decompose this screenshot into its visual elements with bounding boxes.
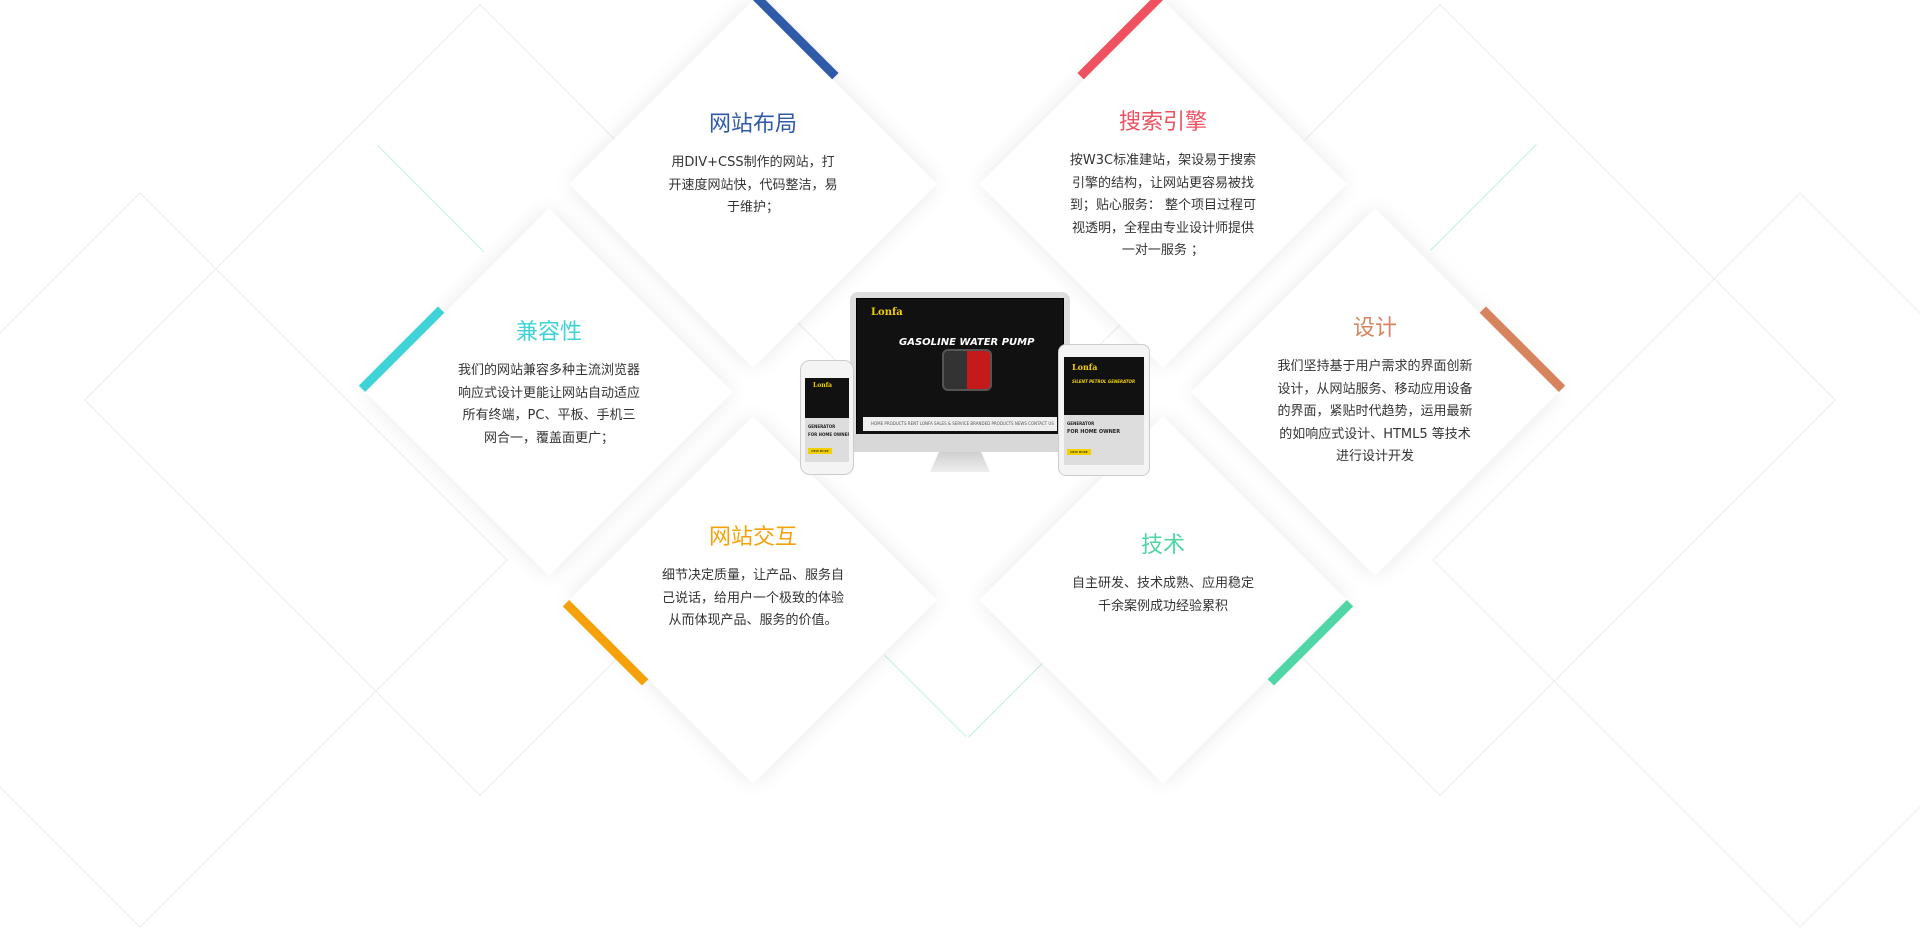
feature-line: 从而体现产品、服务的价值。	[668, 613, 838, 628]
feature-line: 于维护；	[726, 200, 779, 215]
feature-title: 设计	[1352, 316, 1397, 341]
gen-line1: GENERATOR	[808, 424, 836, 429]
feature-line: 的如响应式设计、HTML5 等技术	[1279, 426, 1471, 442]
bg-line	[884, 655, 967, 738]
phone-mockup: Lonfa GENERATOR FOR HOME OWNER VIEW MORE	[800, 360, 854, 475]
feature-line: 我们的网站兼容多种主流浏览器	[457, 363, 640, 378]
gen-line2: FOR HOME OWNER	[1067, 429, 1121, 435]
logo: Lonfa	[871, 307, 903, 318]
logo: Lonfa	[813, 382, 833, 389]
feature-compat: 兼容性 我们的网站兼容多种主流浏览器响应式设计更能让网站自动适应所有终端，PC、…	[429, 318, 669, 450]
feature-line: 引擎的结构，让网站更容易被找	[1071, 175, 1254, 191]
ipad-mockup: Lonfa SILENT PETROL GENERATOR GENERATOR …	[1058, 344, 1150, 476]
site-nav: HOME PRODUCTS RENT LONFA SALES & SERVICE…	[863, 417, 1057, 431]
logo: Lonfa	[1072, 362, 1098, 372]
feature-line: 进行设计开发	[1335, 449, 1414, 464]
pump-image	[942, 349, 992, 391]
feature-line: 开速度网站快，代码整洁，易	[668, 177, 838, 193]
feature-line: 一对一服务 ；	[1121, 243, 1205, 258]
view-more-button: VIEW MORE	[1067, 449, 1091, 455]
feature-line: 设计，从网站服务、移动应用设备	[1277, 381, 1473, 397]
feature-line: 我们坚持基于用户需求的界面创新	[1277, 359, 1473, 374]
feature-seo: 搜索引擎 按W3C标准建站，架设易于搜索引擎的结构，让网站更容易被找到；贴心服务…	[1043, 108, 1283, 263]
feature-title: 网站交互	[708, 525, 797, 550]
feature-line: 到；贴心服务： 整个项目过程可	[1069, 198, 1257, 213]
hero-title: GASOLINE WATER PUMP	[899, 337, 1035, 348]
feature-line: 网合一，覆盖面更广；	[483, 430, 614, 446]
feature-line: 按W3C标准建站，架设易于搜索	[1069, 153, 1257, 168]
feature-line: 己说话，给用户一个极致的体验	[661, 590, 844, 606]
feature-title: 技术	[1140, 533, 1185, 558]
feature-line: 用DIV+CSS制作的网站，打	[671, 155, 835, 170]
feature-layout: 网站布局 用DIV+CSS制作的网站，打开速度网站快，代码整洁，易于维护；	[633, 110, 873, 220]
feature-line: 自主研发、技术成熟、应用稳定	[1071, 576, 1254, 591]
gen-line1: GENERATOR	[1067, 421, 1095, 426]
imac-stand	[930, 452, 990, 472]
accent-bar	[753, 0, 839, 80]
bg-line	[968, 655, 1051, 738]
feature-line: 响应式设计更能让网站自动适应	[457, 385, 640, 401]
view-more-button: VIEW MORE	[808, 448, 832, 454]
gen-line2: FOR HOME OWNER	[808, 432, 849, 437]
imac-mockup: Lonfa GASOLINE WATER PUMP HOME PRODUCTS …	[850, 292, 1070, 452]
feature-interaction: 网站交互 细节决定质量，让产品、服务自己说话，给用户一个极致的体验从而体现产品、…	[633, 523, 873, 633]
feature-line: 的界面，紧贴时代趋势，运用最新	[1277, 404, 1473, 419]
feature-title: 兼容性	[515, 320, 582, 345]
feature-tech: 技术 自主研发、技术成熟、应用稳定千余案例成功经验累积	[1043, 531, 1283, 618]
feature-line: 细节决定质量，让产品、服务自	[661, 568, 844, 583]
feature-title: 网站布局	[708, 112, 797, 137]
apple-logo-icon	[850, 434, 1070, 452]
accent-bar	[1077, 0, 1163, 80]
feature-line: 所有终端，PC、平板、手机三	[462, 408, 636, 423]
hero-title: SILENT PETROL GENERATOR	[1072, 379, 1136, 384]
feature-title: 搜索引擎	[1118, 110, 1207, 135]
feature-line: 千余案例成功经验累积	[1097, 598, 1228, 614]
feature-line: 视透明，全程由专业设计师提供	[1071, 220, 1254, 236]
feature-design: 设计 我们坚持基于用户需求的界面创新设计，从网站服务、移动应用设备的界面，紧贴时…	[1245, 314, 1505, 469]
